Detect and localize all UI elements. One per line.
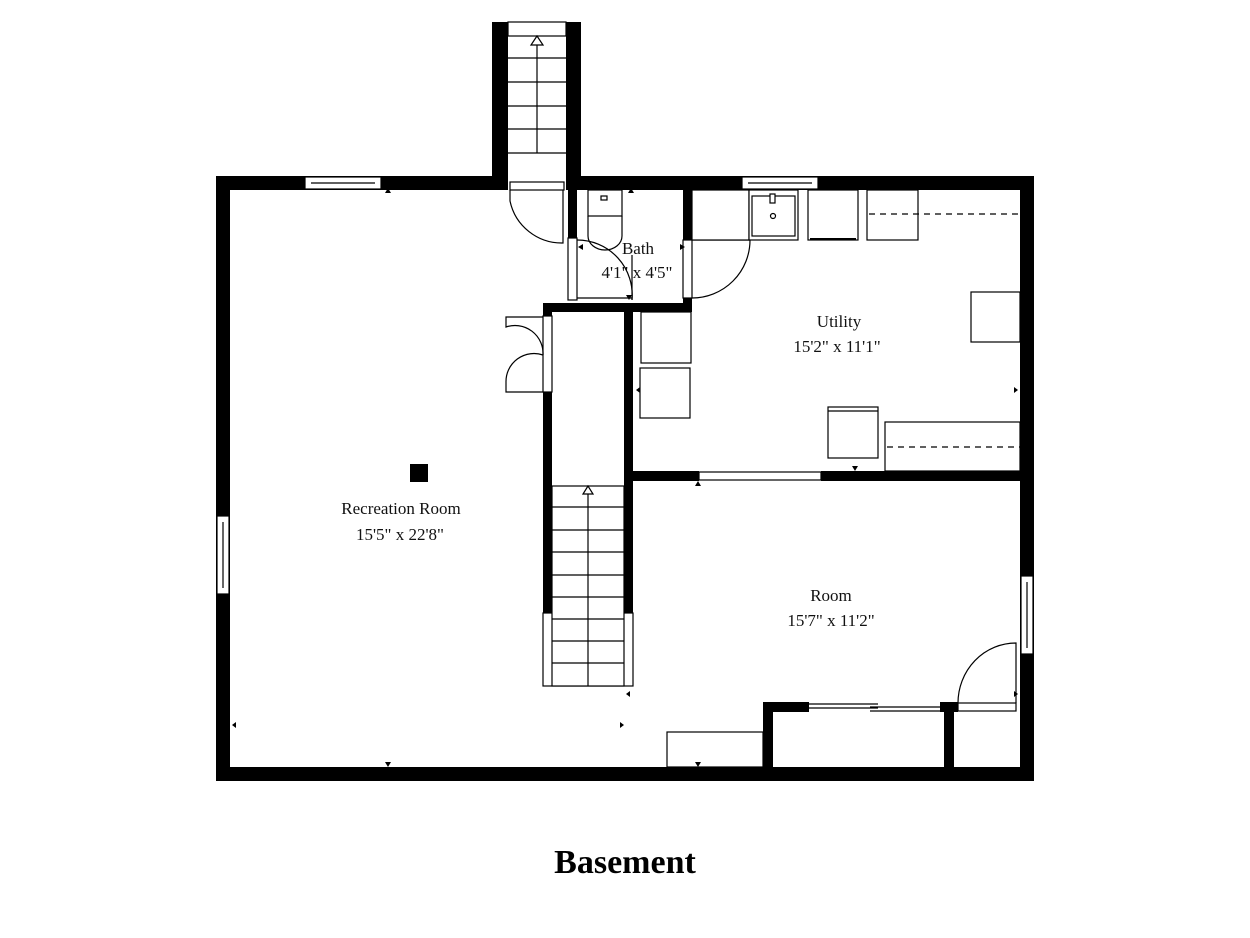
room-dimensions: 15'2" x 11'1" — [793, 337, 880, 356]
room-name: Bath — [622, 239, 655, 258]
utility-sink-icon — [748, 189, 799, 241]
toilet-icon — [587, 189, 623, 251]
plan-title: Basement — [554, 844, 696, 881]
room-name: Utility — [817, 312, 862, 331]
room-name: Recreation Room — [341, 499, 460, 518]
windows — [216, 176, 1034, 655]
room-label-room: Room 15'7" x 11'2" — [787, 586, 874, 630]
room-dimensions: 15'7" x 11'2" — [787, 611, 874, 630]
support-column-icon — [410, 464, 428, 482]
upper-stairwell — [492, 21, 581, 188]
room-label-utility: Utility 15'2" x 11'1" — [793, 312, 880, 356]
interior-walls — [543, 190, 1020, 772]
room-name: Room — [810, 586, 852, 605]
room-label-bath: Bath 4'1" x 4'5" — [601, 239, 672, 282]
basement-stairs — [542, 484, 634, 687]
fixtures — [410, 189, 1021, 768]
markers — [232, 188, 1018, 767]
stairs-up-arrow-icon — [581, 484, 595, 495]
stairs-up-arrow-icon — [529, 34, 545, 46]
doors — [505, 181, 1017, 712]
room-dimensions: 4'1" x 4'5" — [601, 263, 672, 282]
room-label-recreation-room: Recreation Room 15'5" x 22'8" — [341, 499, 460, 544]
room-dimensions: 15'5" x 22'8" — [356, 525, 444, 544]
